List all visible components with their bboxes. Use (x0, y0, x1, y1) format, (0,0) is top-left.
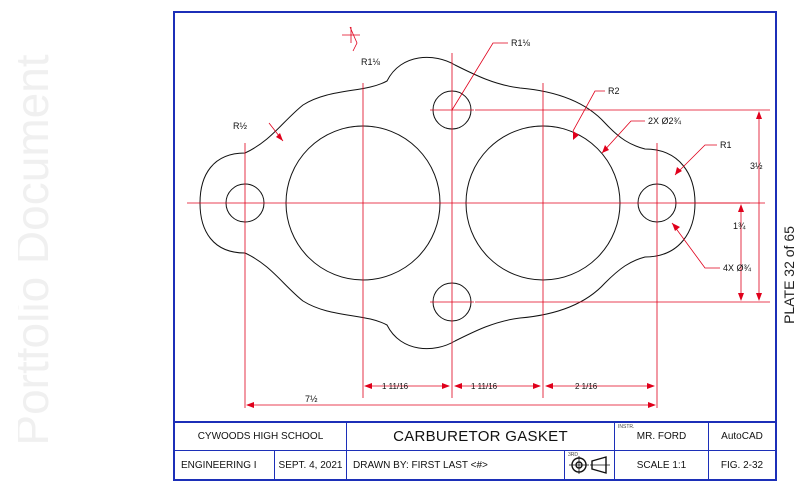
school-cell: CYWOODS HIGH SCHOOL (175, 423, 347, 451)
figure-number: FIG. 2-32 (720, 459, 764, 471)
dim-r2: R2 (608, 86, 620, 96)
drawing-date: SEPT. 4, 2021 (278, 459, 343, 471)
dim-r-left: R½ (233, 121, 247, 131)
watermark-text: Portfolio Document (18, 54, 58, 445)
plate-number: PLATE 32 of 65 (781, 226, 797, 324)
outer-profile (199, 56, 696, 350)
title-cell: CARBURETOR GASKET (347, 423, 615, 451)
dim-1-11-16-b: 1 11/16 (471, 382, 498, 391)
dim-7-1-2: 7½ (305, 394, 318, 404)
software-cell: AutoCAD (709, 423, 775, 451)
dim-r-top-big: R1⅛ (361, 57, 381, 67)
dim-r-top-small: R1⅛ (511, 38, 531, 48)
drawing-area: R1⅛ R1⅛ R2 R½ 2X Ø2¾ R1 4X Ø¾ 3½ 1¾ 7½ 1… (175, 13, 775, 423)
drawing-scale: SCALE 1:1 (636, 459, 687, 471)
watermark: Portfolio Document (6, 30, 78, 470)
instructor-name: MR. FORD (636, 431, 687, 442)
dim-2-1-16: 2 1/16 (575, 382, 598, 391)
dim-r1: R1 (720, 140, 732, 150)
drawn-by-cell: DRAWN BY: FIRST LAST <#> (347, 451, 565, 479)
date-cell: SEPT. 4, 2021 (275, 451, 347, 479)
drawn-by: DRAWN BY: FIRST LAST <#> (353, 459, 488, 471)
dim-height-total: 3½ (750, 161, 763, 171)
third-angle-projection-icon (568, 456, 610, 474)
title-block: CYWOODS HIGH SCHOOL CARBURETOR GASKET IN… (175, 421, 775, 479)
software-name: AutoCAD (721, 431, 763, 442)
drawing-sheet: R1⅛ R1⅛ R2 R½ 2X Ø2¾ R1 4X Ø¾ 3½ 1¾ 7½ 1… (173, 11, 777, 481)
gasket-drawing: R1⅛ R1⅛ R2 R½ 2X Ø2¾ R1 4X Ø¾ 3½ 1¾ 7½ 1… (187, 26, 770, 408)
scale-cell: SCALE 1:1 (615, 451, 709, 479)
school-name: CYWOODS HIGH SCHOOL (197, 431, 324, 442)
projection-cell: 3RD (565, 451, 615, 479)
plate-label: PLATE 32 of 65 (779, 210, 799, 340)
instructor-cell: INSTR. MR. FORD (615, 423, 709, 451)
figure-cell: FIG. 2-32 (709, 451, 775, 479)
course-name: ENGINEERING I (181, 459, 257, 471)
dim-big-holes: 2X Ø2¾ (648, 116, 682, 126)
dimension-text: R1⅛ R1⅛ R2 R½ 2X Ø2¾ R1 4X Ø¾ 3½ 1¾ 7½ 1… (233, 38, 763, 404)
drawing-title: CARBURETOR GASKET (393, 428, 568, 445)
instructor-caption: INSTR. (618, 424, 635, 430)
course-cell: ENGINEERING I (175, 451, 275, 479)
arrowheads (246, 111, 762, 408)
dim-height-half: 1¾ (733, 221, 746, 231)
dimension-lines (187, 26, 770, 408)
projection-caption: 3RD (568, 452, 579, 458)
dim-1-11-16-a: 1 11/16 (382, 382, 409, 391)
dim-small-holes: 4X Ø¾ (723, 263, 752, 273)
